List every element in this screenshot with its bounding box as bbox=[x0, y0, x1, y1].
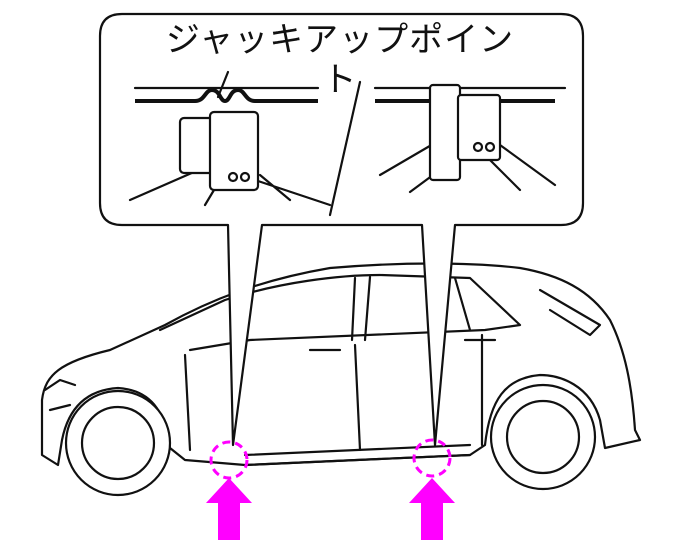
divider-slash bbox=[328, 80, 362, 217]
callout-title: ジャッキアップポイント bbox=[165, 20, 515, 100]
front-jack-point-marker bbox=[209, 440, 249, 480]
jack-point-detail-left bbox=[128, 70, 332, 207]
jack-point-detail-right bbox=[373, 83, 567, 194]
front-wheel bbox=[64, 389, 172, 497]
rear-wheel bbox=[489, 383, 597, 491]
rear-jack-arrow-icon bbox=[409, 478, 455, 540]
front-jack-arrow-icon bbox=[206, 478, 252, 540]
rear-jack-point-marker bbox=[412, 438, 452, 478]
